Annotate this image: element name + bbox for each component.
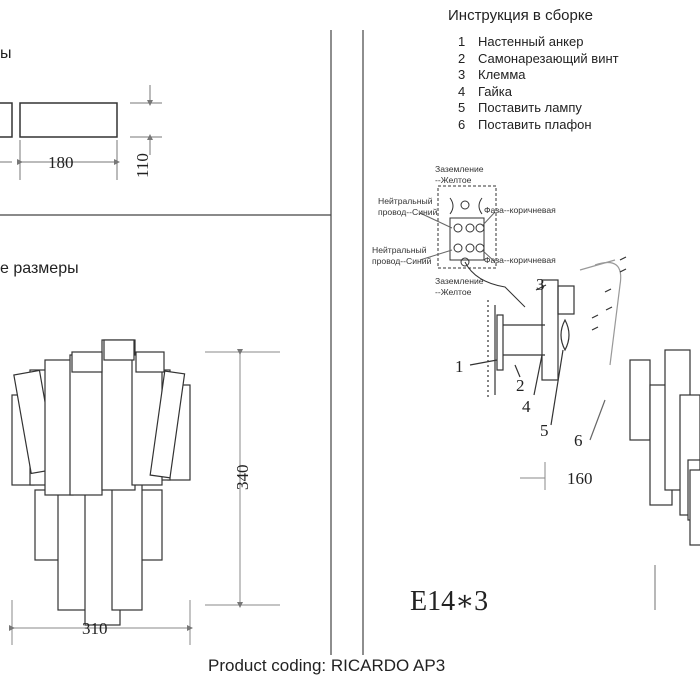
front-view-chandelier: [11, 339, 191, 626]
label-ground-top: Заземление --Желтое: [435, 164, 484, 185]
wall-mount-drawing: [469, 256, 627, 441]
wiring-terminal: [419, 185, 526, 308]
callout-6: 6: [574, 431, 583, 450]
bulb-spec: E14∗3: [410, 586, 489, 617]
callout-3: 3: [536, 275, 545, 294]
label-phase-bottom: Фаза--коричневая: [484, 255, 556, 265]
callout-1: 1: [455, 357, 464, 376]
front-view-title: е размеры: [0, 260, 79, 277]
dim-height-340: 340: [233, 464, 252, 491]
label-neutral-top: Нейтральный провод--Синий: [378, 196, 438, 217]
dim-height-110: 110: [133, 153, 152, 178]
panel-dividers: [0, 30, 364, 655]
front-view-dimensions: [9, 349, 280, 645]
dim-width-160: 160: [567, 469, 593, 488]
label-neutral-bottom: Нейтральный провод--Синий: [372, 245, 432, 266]
callout-2: 2: [516, 376, 525, 395]
dim-width-180: 180: [48, 153, 74, 172]
footer-product-code: Product coding: RICARDO AP3: [208, 656, 446, 675]
instructions-title: Инструкция в сборке: [448, 7, 593, 24]
callout-4: 4: [522, 397, 531, 416]
top-left-title: ы: [0, 45, 12, 62]
callout-5: 5: [540, 421, 549, 440]
label-phase-top: Фаза--коричневая: [484, 205, 556, 215]
dim-width-310: 310: [82, 619, 108, 638]
label-ground-bottom: Заземление --Желтое: [435, 276, 484, 297]
side-view-chandelier: [629, 349, 700, 610]
top-view-drawing: [0, 85, 162, 180]
